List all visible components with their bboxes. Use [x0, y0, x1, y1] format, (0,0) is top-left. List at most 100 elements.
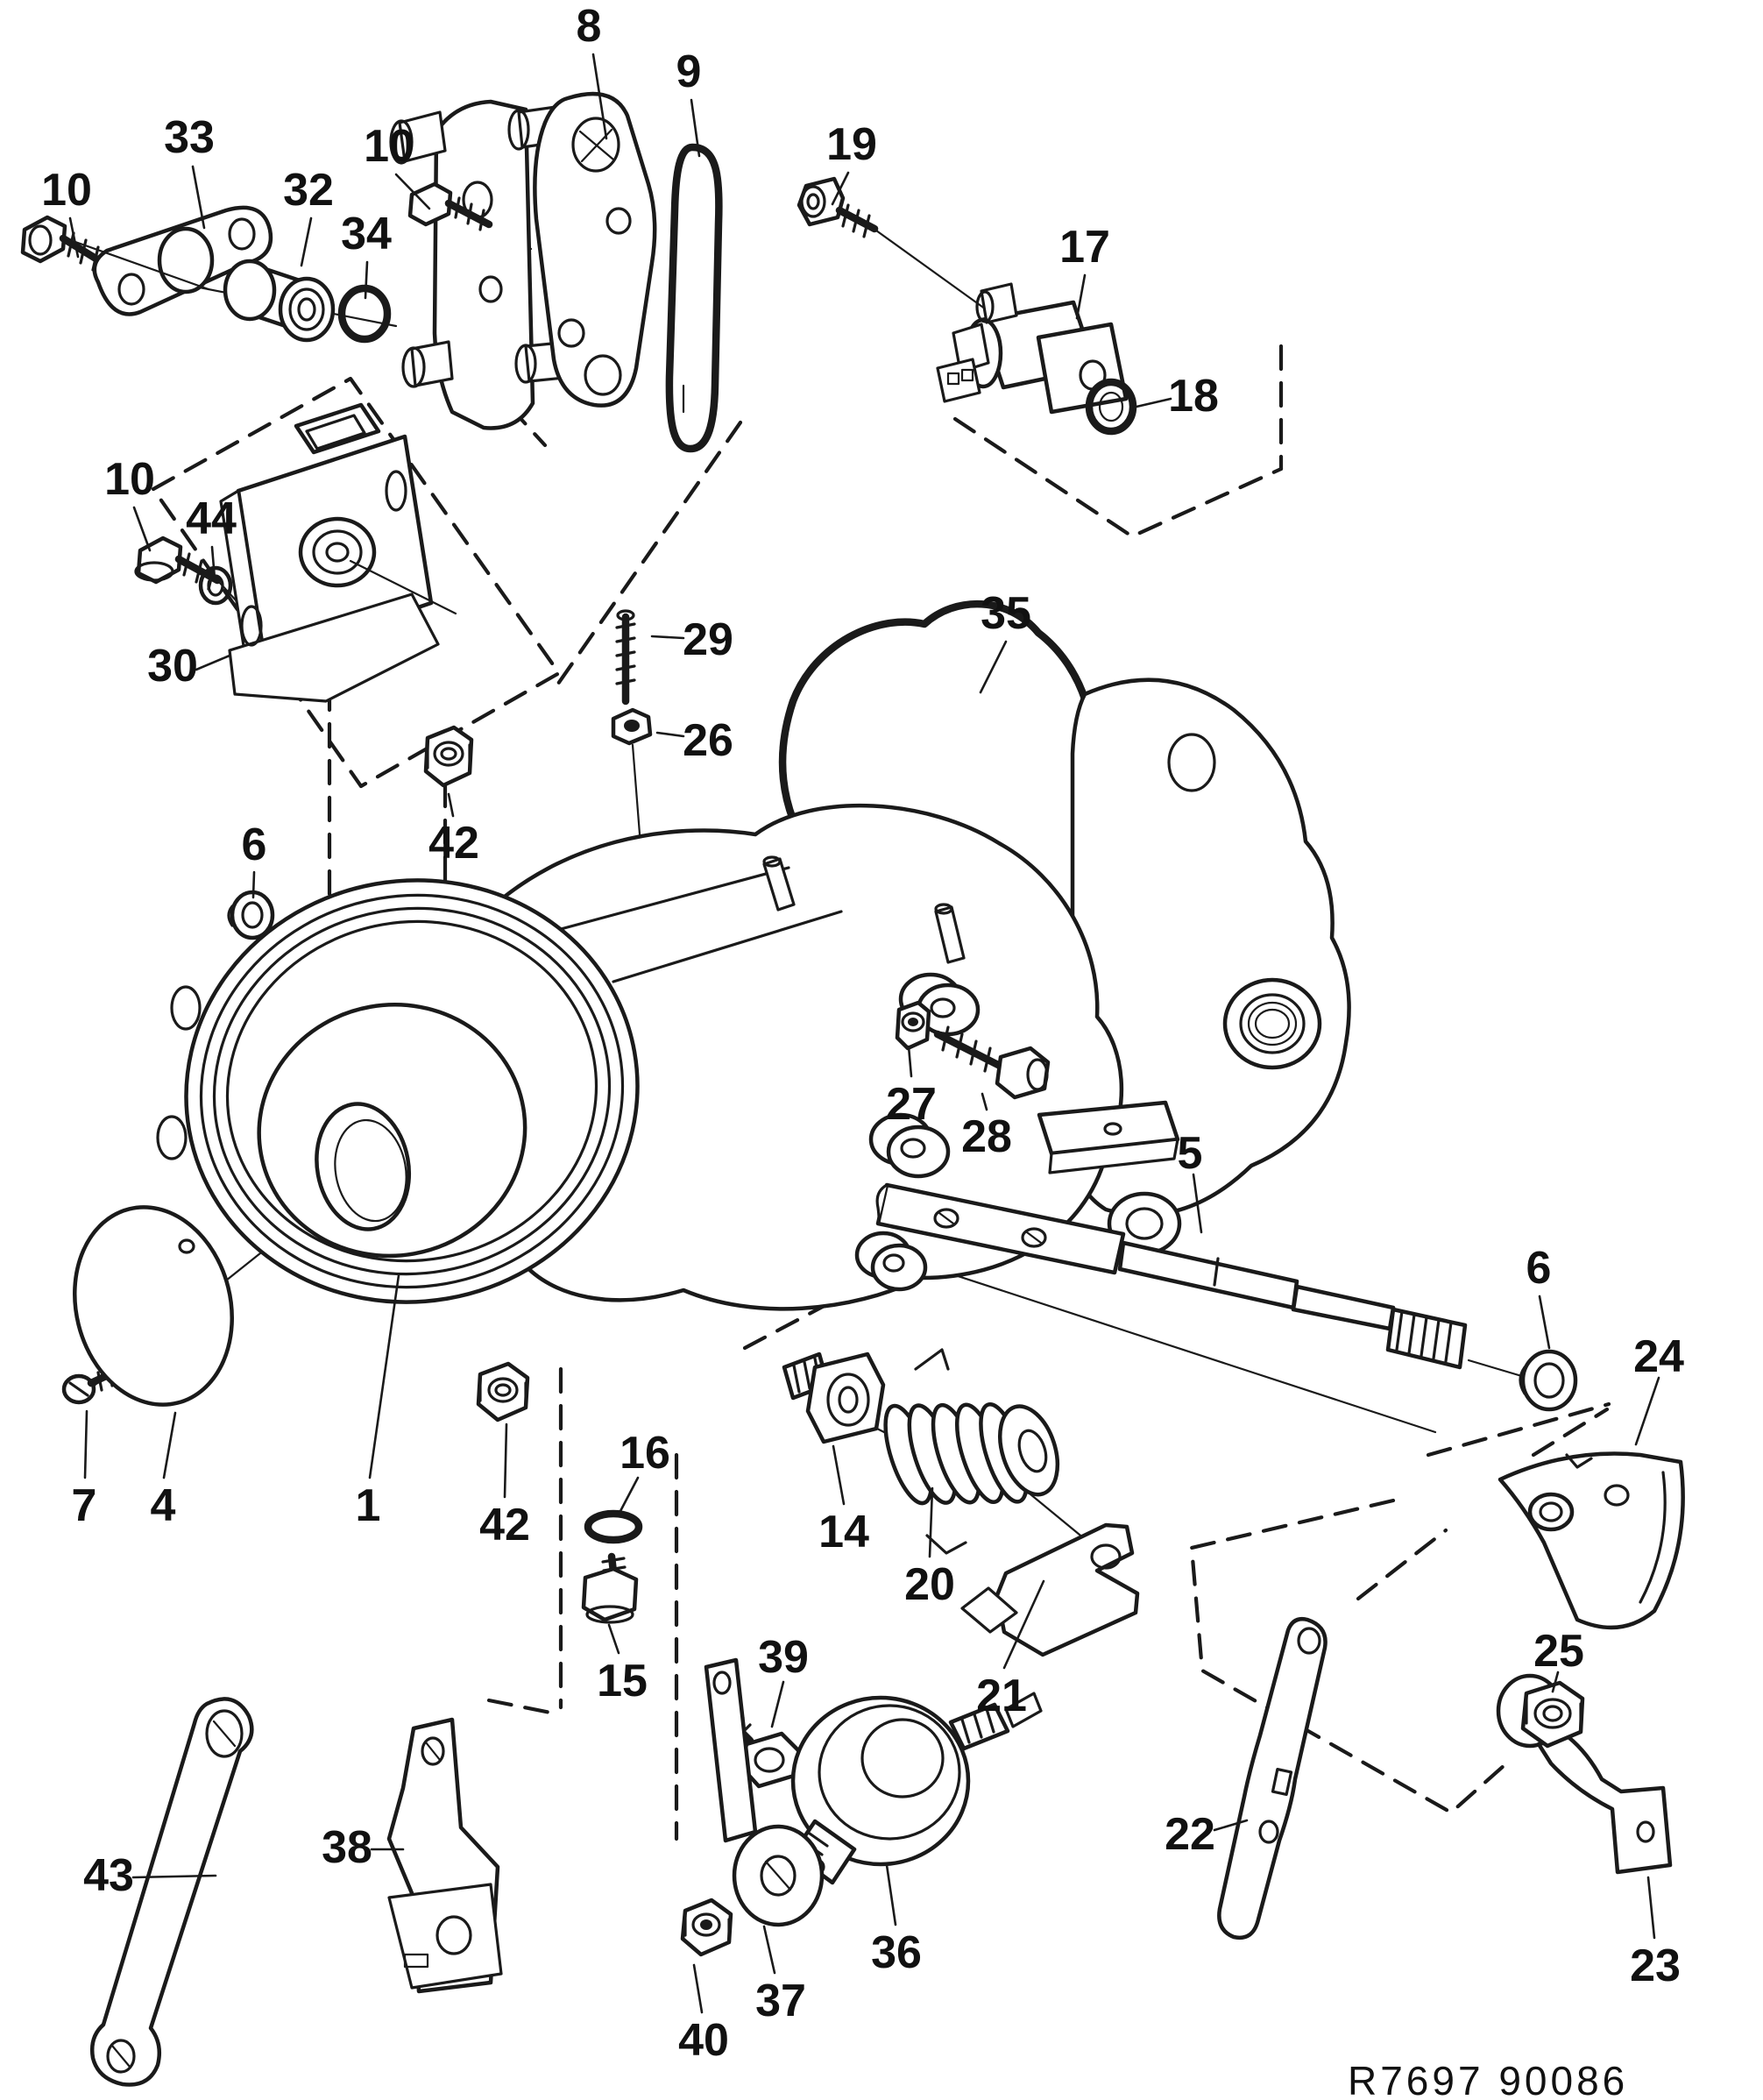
- part-number-label: 14: [818, 1507, 869, 1557]
- leader-line: [770, 1680, 785, 1728]
- part-14-plug: [782, 1352, 886, 1444]
- leader-line: [1002, 1579, 1045, 1670]
- leader-line: [364, 260, 369, 300]
- part-number-label: 42: [479, 1500, 530, 1550]
- leader-line: [591, 53, 608, 140]
- part-44-washer: [198, 565, 233, 606]
- part-30-position-sensor: [219, 402, 457, 703]
- leader-line: [618, 1476, 640, 1515]
- leader-line: [928, 1486, 934, 1558]
- part-16-o-ring: [584, 1509, 643, 1544]
- part-number-label: 25: [1533, 1626, 1584, 1677]
- part-number-label: 21: [976, 1671, 1027, 1721]
- part-number-label: 6: [1526, 1243, 1552, 1294]
- part-number-label: 28: [961, 1111, 1012, 1162]
- leader-line: [1213, 1819, 1249, 1832]
- part-8-cover-plate: [507, 91, 657, 408]
- part-number-label: 23: [1630, 1940, 1681, 1991]
- part-number-label: 19: [826, 119, 877, 170]
- part-number-label: 10: [41, 165, 92, 216]
- part-1-throttle-body: [156, 803, 1180, 1311]
- part-number-label: 26: [683, 715, 733, 766]
- leader-line: [907, 1045, 913, 1078]
- part-number-label: 42: [428, 818, 479, 869]
- leader-line: [132, 506, 152, 552]
- leader-line: [1135, 397, 1172, 408]
- part-15-plug-screw: [581, 1552, 639, 1624]
- part-number-label: 29: [683, 614, 733, 665]
- part-number-label: 37: [755, 1976, 806, 2026]
- leader-line: [650, 635, 685, 640]
- leader-line: [1538, 1295, 1551, 1350]
- leader-line: [68, 216, 80, 259]
- part-37-lever-washer: [704, 1657, 825, 1927]
- part-34-o-ring: [337, 284, 392, 344]
- leader-line: [1634, 1376, 1660, 1446]
- leader-line: [690, 98, 701, 158]
- part-29-stud: [615, 609, 636, 706]
- leader-line: [885, 1863, 897, 1926]
- part-number-label: 44: [186, 493, 237, 544]
- part-number-label: 33: [164, 112, 215, 163]
- part-28-bolt: [933, 1025, 1051, 1100]
- part-number-label: 20: [904, 1559, 955, 1610]
- part-18-o-ring: [1085, 378, 1137, 436]
- leader-line: [831, 171, 850, 206]
- part-number-label: 10: [364, 121, 414, 172]
- part-number-label: 38: [322, 1822, 372, 1873]
- part-number-label: 30: [147, 641, 198, 692]
- part-5-throttle-shaft: [875, 1182, 1468, 1370]
- leader-line: [503, 1422, 508, 1499]
- leader-line: [394, 173, 431, 210]
- part-number-label: 6: [242, 819, 267, 870]
- part-number-label: 10: [104, 454, 155, 505]
- part-25-nut: [1520, 1680, 1585, 1749]
- part-number-label: 17: [1059, 222, 1110, 273]
- part-38-bracket: [386, 1717, 503, 1994]
- part-number-label: 18: [1168, 371, 1219, 422]
- part-number-label: 27: [886, 1079, 937, 1130]
- leader-line: [447, 792, 455, 818]
- part-27-nut: [895, 1000, 931, 1051]
- leader-line: [300, 216, 313, 267]
- part-number-label: 22: [1165, 1809, 1215, 1860]
- part-number-label: 5: [1178, 1128, 1203, 1179]
- part-42-nut-lower: [476, 1361, 530, 1422]
- leader-line: [195, 654, 231, 671]
- part-number-label: 16: [620, 1428, 670, 1479]
- leader-line: [979, 640, 1008, 694]
- part-number-label: 9: [676, 46, 702, 97]
- part-10-bolt-top: [407, 181, 493, 231]
- part-1-mounting-flange: [1070, 678, 1351, 1256]
- leader-line: [655, 731, 685, 738]
- leader-line: [832, 1444, 846, 1506]
- part-26-nut: [611, 707, 653, 746]
- leader-line: [251, 870, 256, 899]
- part-number-label: 7: [72, 1480, 97, 1531]
- part-21-bracket-lever: [960, 1522, 1140, 1657]
- part-6-seal-right: [1519, 1349, 1578, 1412]
- part-number-label: 1: [356, 1480, 381, 1531]
- part-36-dashpot: [790, 1692, 1043, 1885]
- leader-line: [368, 1273, 400, 1479]
- leader-line: [1192, 1173, 1203, 1234]
- leader-line: [692, 1963, 704, 2014]
- leader-line: [162, 1411, 177, 1479]
- part-number-label: 32: [283, 165, 334, 216]
- leader-line: [762, 1925, 776, 1975]
- part-19-bolt: [797, 176, 879, 238]
- leader-line: [83, 1409, 89, 1479]
- leader-line: [191, 165, 206, 230]
- part-42-nut-upper: [423, 725, 474, 788]
- part-17-valve: [936, 282, 1129, 415]
- part-number-label: 40: [678, 2015, 729, 2066]
- part-number-label: 4: [151, 1480, 176, 1531]
- part-40-nut: [680, 1898, 733, 1957]
- part-6-seal-left: [227, 890, 275, 940]
- leader-line: [1646, 1876, 1656, 1940]
- part-number-label: 39: [758, 1632, 809, 1683]
- part-number-label: 8: [577, 1, 602, 52]
